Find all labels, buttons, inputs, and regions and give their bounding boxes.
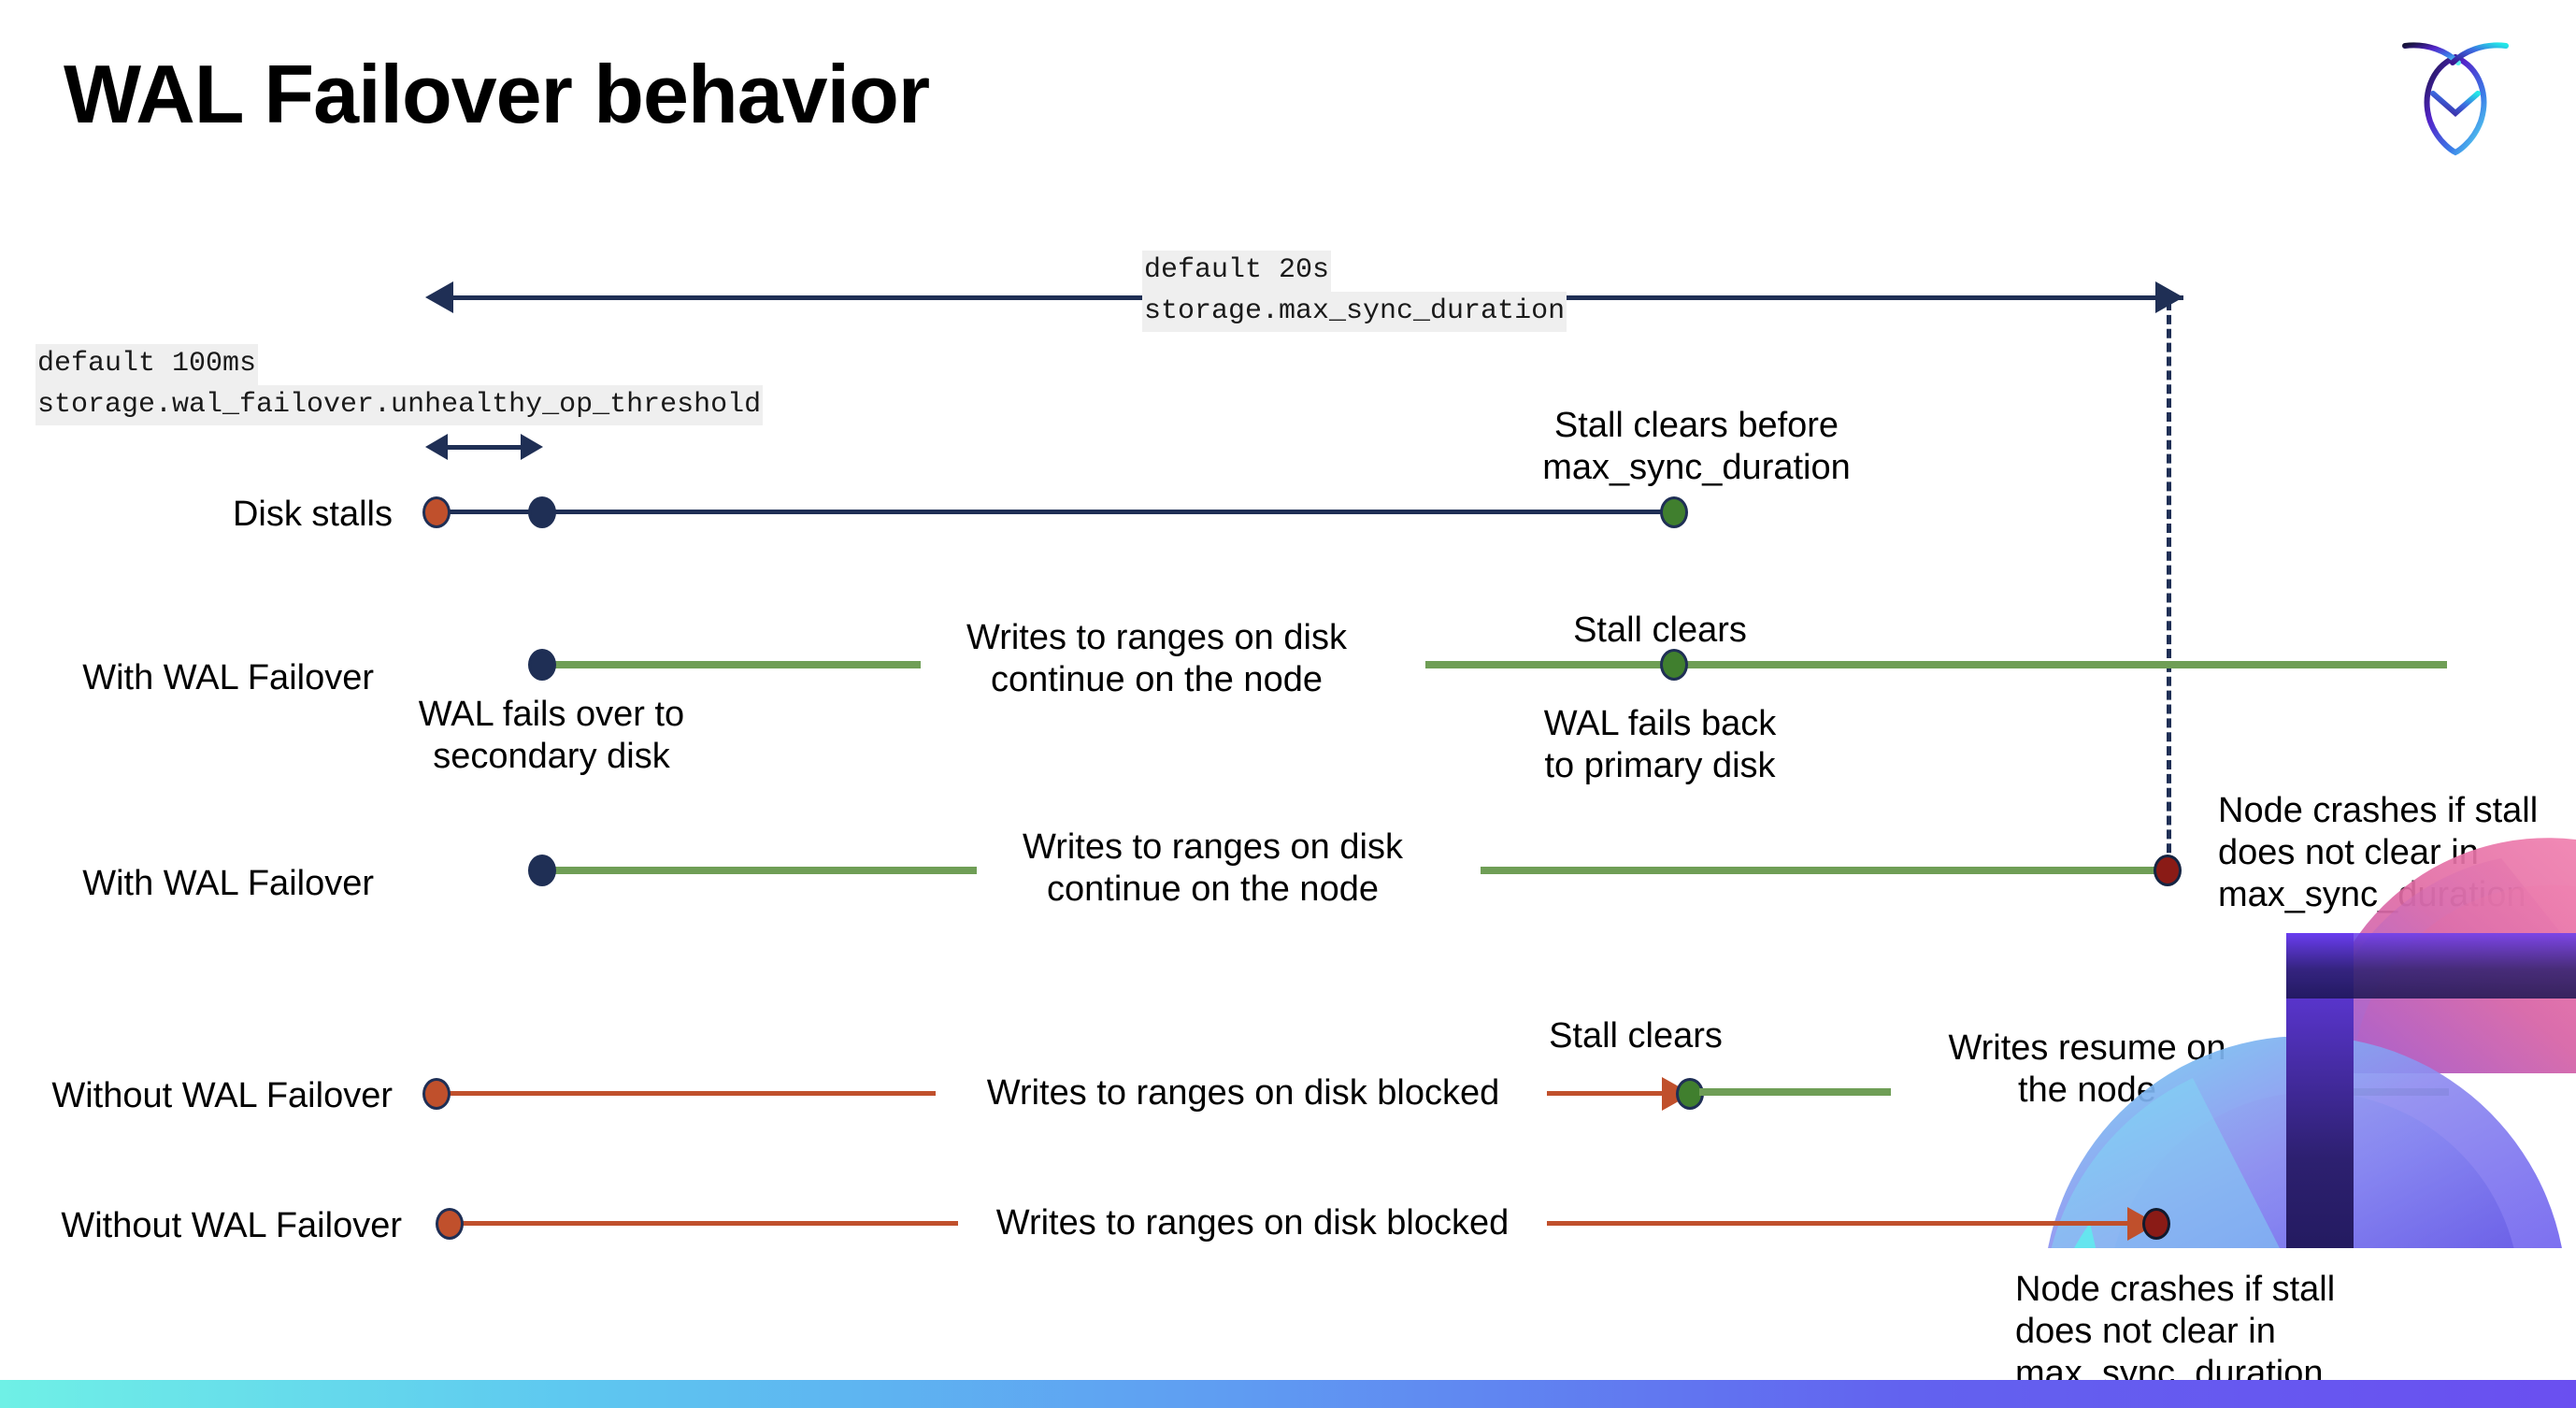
note-writes-resume-line2: the node	[2018, 1070, 2156, 1110]
note-writes-blocked-1: Writes to ranges on disk blocked	[986, 1073, 1500, 1113]
max-sync-duration-default: default 20s	[1142, 251, 1332, 292]
without-failover-2-start-dot	[436, 1208, 464, 1240]
without-failover-1-blocked-left	[436, 1091, 936, 1096]
threshold-span-line	[446, 445, 522, 450]
note-node-crashes-1: Node crashes if stall does not clear in …	[2218, 790, 2576, 915]
max-sync-duration-guide-line	[2167, 301, 2171, 881]
note-writes-resume: Writes resume on the node	[1910, 1027, 2265, 1112]
bottom-gradient-bar	[0, 1380, 2576, 1408]
without-failover-1-resume-segment	[1699, 1088, 1891, 1096]
disk-stalls-timeline	[436, 510, 1674, 514]
note-wal-fails-back-line1: WAL fails back	[1543, 704, 1777, 743]
row-label-without-wal-failover-1: Without WAL Failover	[51, 1076, 393, 1115]
note-writes-continue-1: Writes to ranges on disk continue on the…	[944, 617, 1369, 701]
note-stall-clears-before-line1: Stall clears before	[1553, 406, 1839, 445]
without-failover-1-start-dot	[422, 1078, 451, 1110]
disk-stall-start-dot	[422, 496, 451, 528]
row-label-without-wal-failover-2: Without WAL Failover	[61, 1206, 402, 1245]
wal-failover-2-start-dot	[528, 855, 556, 886]
note-wal-fails-over-line2: secondary disk	[433, 736, 670, 776]
wal-failover-1-segment-right	[1425, 661, 2447, 668]
max-sync-duration-callout: default 20s storage.max_sync_duration	[1142, 251, 1567, 332]
unhealthy-op-threshold-callout: default 100ms storage.wal_failover.unhea…	[36, 344, 764, 425]
note-writes-continue-2: Writes to ranges on disk continue on the…	[1000, 826, 1425, 911]
without-failover-2-crash-dot	[2142, 1208, 2170, 1240]
note-node-crashes-2-line1: Node crashes if stall	[2015, 1270, 2336, 1309]
note-node-crashes-2-line2: does not clear in	[2015, 1311, 2276, 1351]
without-failover-2-blocked-right	[1547, 1221, 2136, 1226]
note-wal-fails-over: WAL fails over to secondary disk	[374, 694, 729, 778]
note-writes-continue-1-line1: Writes to ranges on disk	[966, 618, 1347, 657]
note-writes-continue-2-line2: continue on the node	[1047, 869, 1379, 909]
page-title: WAL Failover behavior	[64, 48, 930, 140]
note-node-crashes-1-line1: Node crashes if stall	[2218, 791, 2539, 830]
note-writes-blocked-2: Writes to ranges on disk blocked	[995, 1203, 1510, 1243]
row-label-with-wal-failover-1: With WAL Failover	[82, 658, 374, 697]
wal-failover-1-segment-left	[547, 661, 921, 668]
cockroachdb-logo-icon	[2385, 26, 2526, 166]
unhealthy-op-threshold-default: default 100ms	[36, 344, 259, 385]
threshold-arrow-right-head	[521, 434, 543, 460]
note-writes-continue-1-line2: continue on the node	[991, 659, 1323, 699]
note-wal-fails-back-line2: to primary disk	[1544, 745, 1776, 785]
note-stall-clears-2: Stall clears	[1549, 1016, 1723, 1056]
row-label-with-wal-failover-2: With WAL Failover	[82, 864, 374, 903]
without-failover-2-blocked-left	[449, 1221, 958, 1226]
note-writes-continue-2-line1: Writes to ranges on disk	[1023, 827, 1403, 867]
note-node-crashes-2: Node crashes if stall does not clear in …	[2015, 1269, 2539, 1394]
disk-stall-clear-dot	[1660, 496, 1688, 528]
note-stall-clears-1: Stall clears	[1573, 611, 1747, 650]
note-node-crashes-1-line3: max_sync_duration	[2218, 874, 2526, 914]
without-failover-1-resume-segment-2	[2292, 1088, 2449, 1096]
note-writes-resume-line1: Writes resume on	[1948, 1028, 2226, 1068]
wal-failover-1-clear-dot	[1660, 649, 1688, 681]
without-failover-1-blocked-right	[1547, 1091, 1668, 1096]
note-node-crashes-1-line2: does not clear in	[2218, 832, 2479, 872]
disk-stall-failover-dot	[528, 496, 556, 528]
row-label-disk-stalls: Disk stalls	[232, 495, 393, 534]
wal-failover-2-crash-dot	[2154, 855, 2182, 886]
note-wal-fails-over-line1: WAL fails over to	[418, 695, 685, 734]
note-wal-fails-back: WAL fails back to primary disk	[1510, 703, 1810, 787]
unhealthy-op-threshold-setting: storage.wal_failover.unhealthy_op_thresh…	[36, 384, 764, 425]
wal-failover-1-start-dot	[528, 649, 556, 681]
wal-failover-2-segment-right	[1481, 867, 2172, 874]
note-stall-clears-before-line2: max_sync_duration	[1542, 447, 1851, 487]
wal-failover-2-segment-left	[547, 867, 977, 874]
note-stall-clears-before: Stall clears before max_sync_duration	[1528, 405, 1865, 489]
max-sync-duration-arrow-left-head	[425, 281, 453, 313]
max-sync-duration-setting: storage.max_sync_duration	[1142, 291, 1567, 332]
threshold-arrow-left-head	[425, 434, 448, 460]
